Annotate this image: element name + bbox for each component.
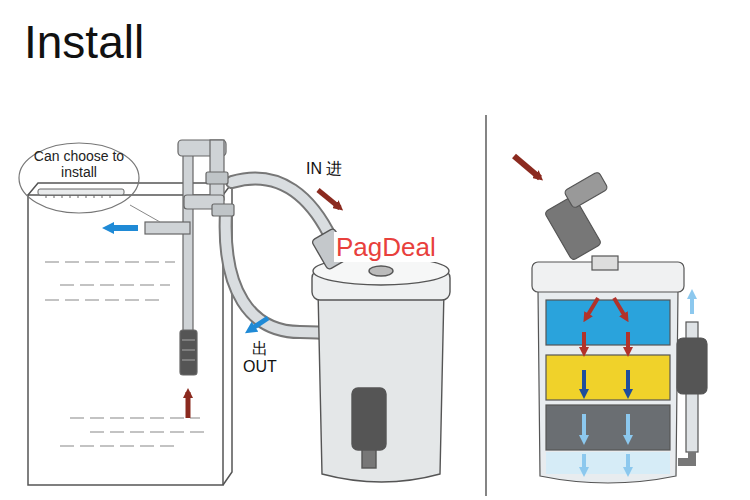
canister-cutaway [532, 171, 707, 483]
canister-filter [311, 228, 450, 482]
callout-bubble: Can choose to install [18, 142, 140, 214]
aquarium-tank [28, 183, 232, 485]
watermark: PagDeal [334, 232, 438, 262]
divider-line [485, 115, 486, 496]
page-title: Install [24, 16, 144, 68]
bubble-ellipse [19, 143, 139, 213]
spray-bar [38, 189, 160, 222]
callout-text: Can choose to install [18, 142, 140, 180]
media-flow-arrows [514, 156, 692, 472]
outlet-label: 出 OUT [240, 340, 280, 376]
inlet-label: IN 进 [306, 160, 342, 178]
flow-arrows [108, 190, 340, 418]
intake-pipe [145, 140, 234, 375]
